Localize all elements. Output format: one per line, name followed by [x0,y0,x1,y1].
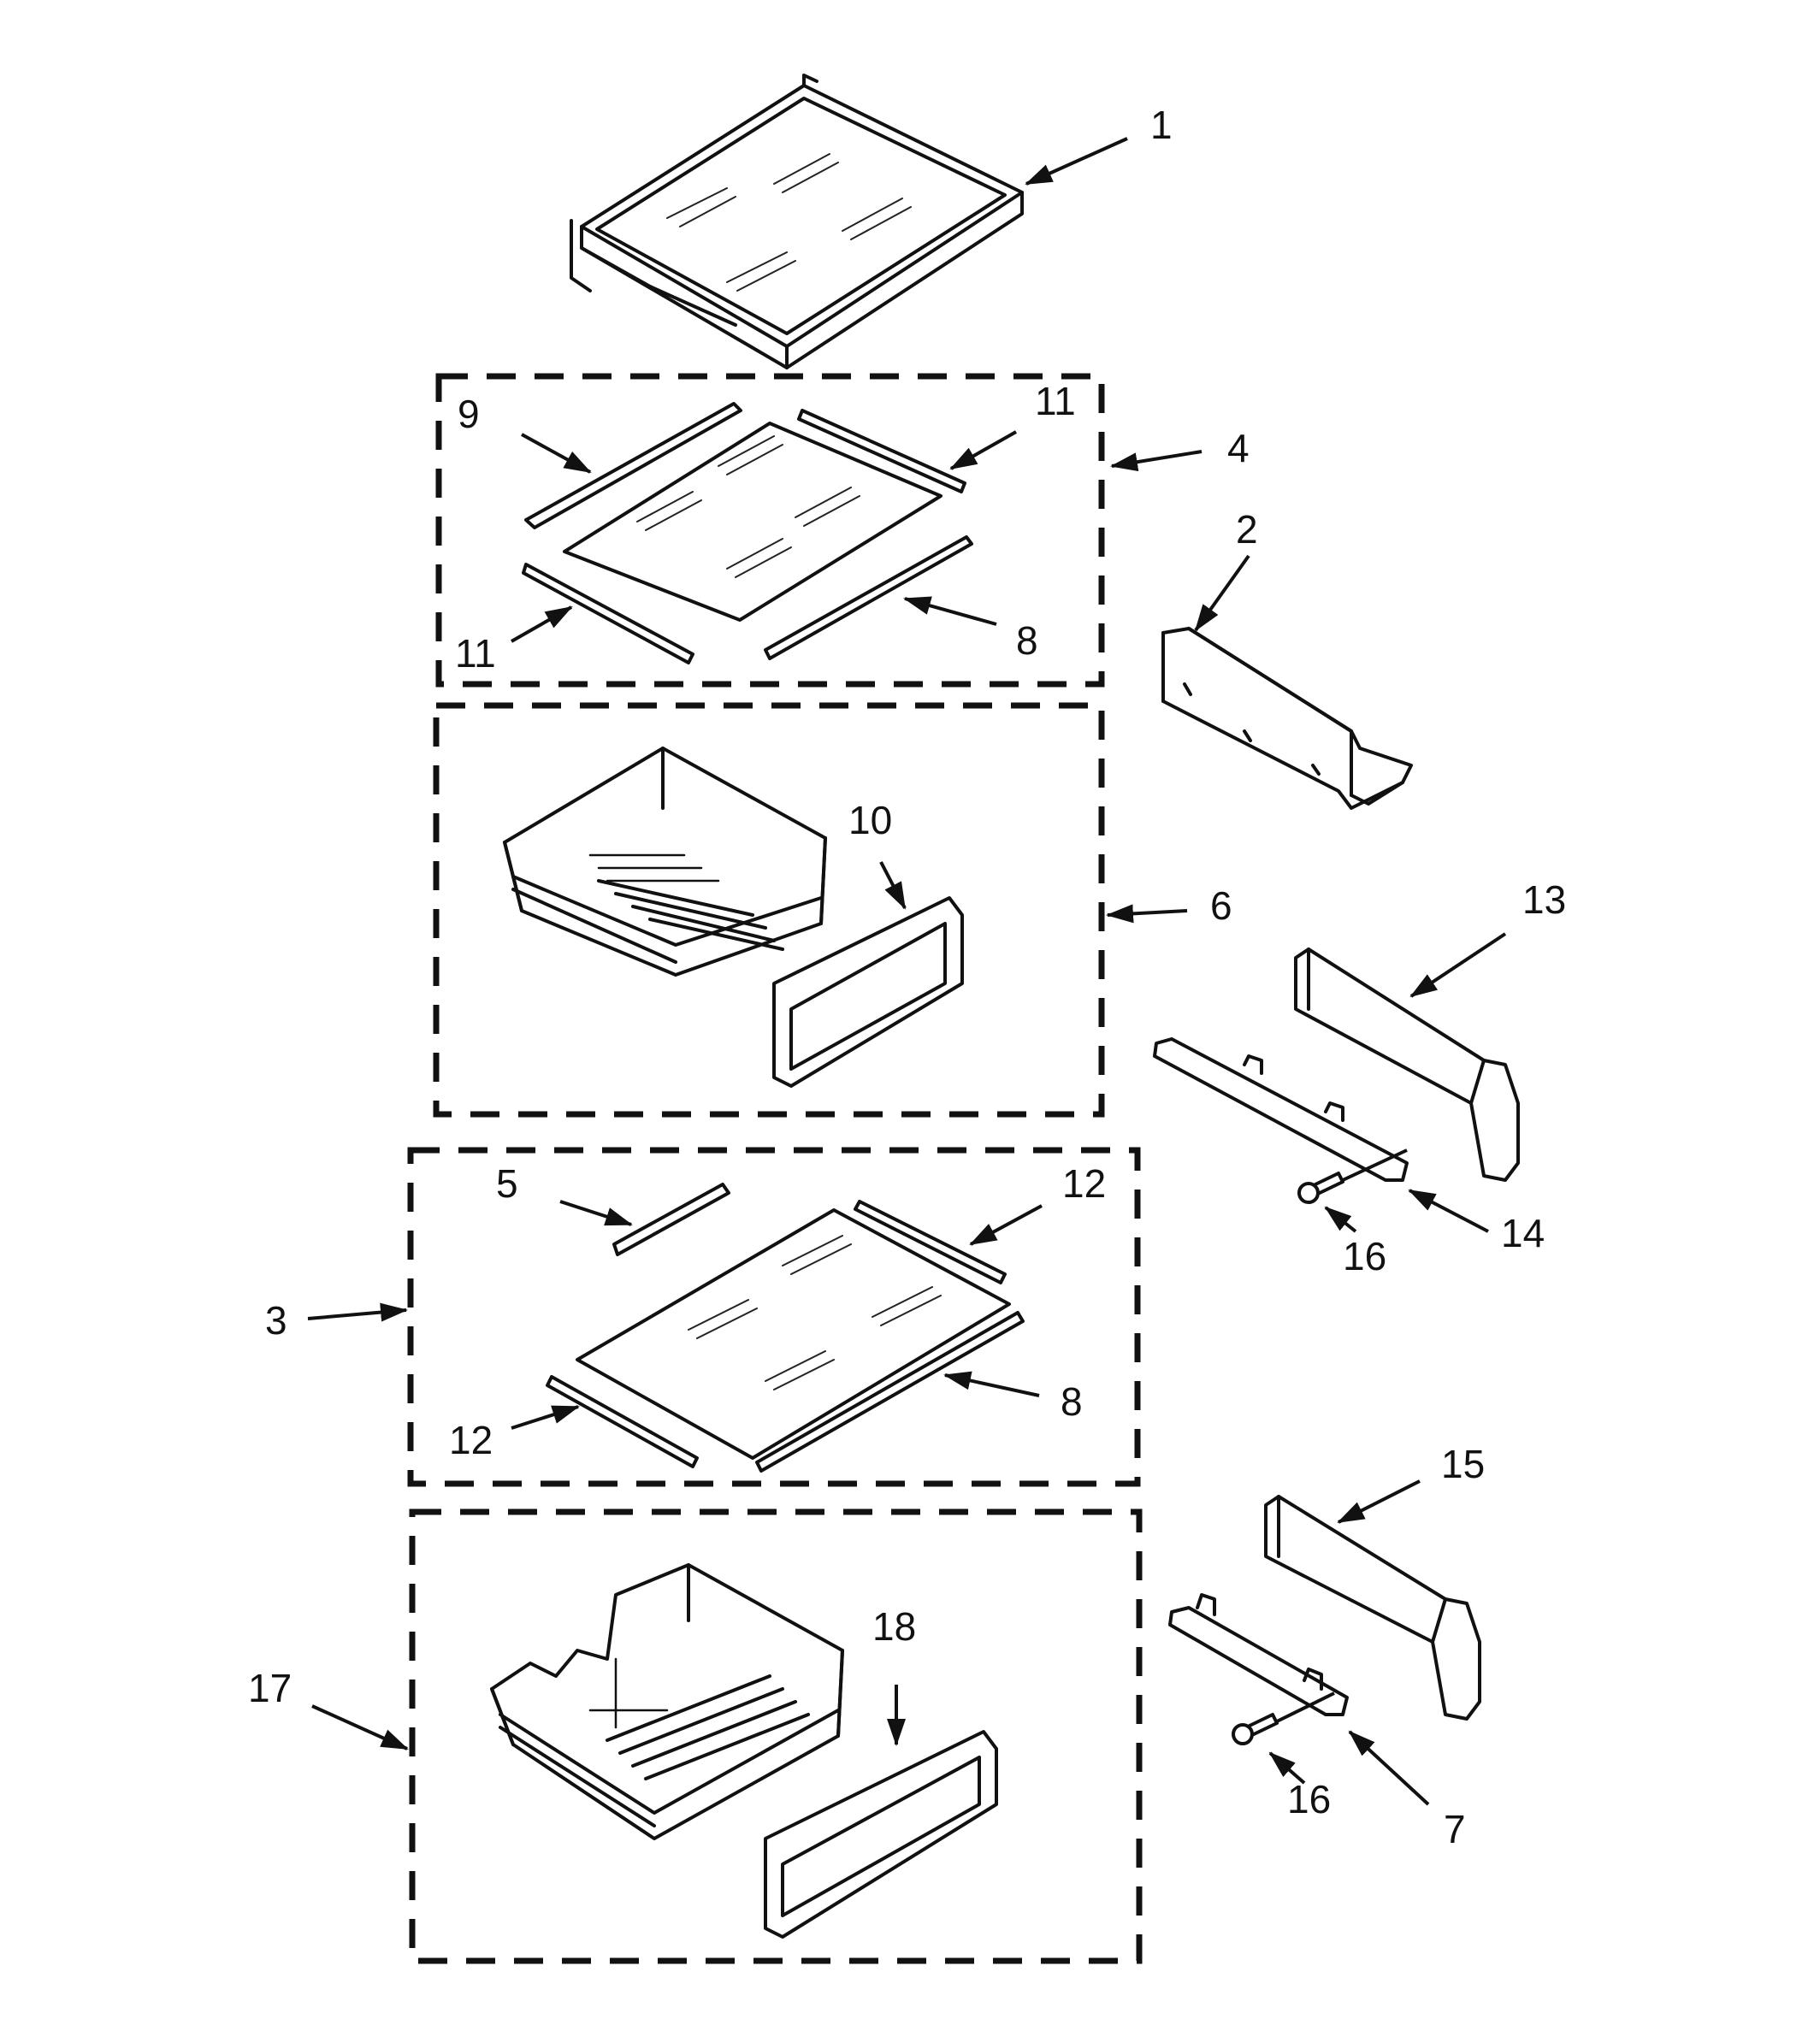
callout-16-lower: 16 [1287,1777,1331,1821]
callout-14: 14 [1501,1211,1545,1255]
callout-13: 13 [1522,877,1566,922]
callout-4: 4 [1227,426,1250,470]
top-shelf-part [570,74,1024,369]
pan-cover-part-18 [764,1730,998,1939]
shelf-kit-2-glass-part [576,1208,1011,1460]
callout-8-lower: 8 [1061,1379,1083,1424]
pan-drawer-part [490,1563,844,1840]
screw-part-16-lower [1232,1691,1335,1745]
leader-arrows [307,137,1507,1806]
drawer-rail-part-15 [1264,1495,1481,1721]
assembly-box-4 [435,373,1105,688]
callout-18: 18 [872,1604,916,1649]
callout-6: 6 [1210,883,1232,928]
shelf-kit-trim-strips [522,402,973,664]
callout-7: 7 [1444,1807,1466,1851]
shelf-kit-glass-part [563,422,942,622]
callout-15: 15 [1441,1442,1485,1486]
screw-part-16-upper [1297,1148,1408,1204]
callout-5: 5 [496,1161,518,1206]
drawer-rail-part-13 [1294,948,1520,1182]
bracket-part-2 [1161,627,1413,810]
callout-16-upper: 16 [1343,1234,1386,1278]
assembly-box-17 [409,1508,1143,1964]
callout-8-upper: 8 [1016,618,1038,663]
callout-11-lower: 11 [455,631,496,676]
callout-2: 2 [1236,507,1258,552]
callout-17: 17 [248,1666,292,1710]
slide-rail-part-7 [1168,1593,1349,1716]
callout-10: 10 [848,798,892,842]
crisper-drawer-part [503,747,827,977]
callout-12-lower: 12 [449,1418,493,1462]
assembly-box-6 [433,702,1105,1118]
assembly-box-3 [407,1147,1141,1487]
callout-3: 3 [265,1298,287,1343]
callout-labels: 1 9 11 4 2 11 8 10 6 13 5 12 14 16 3 8 1… [248,103,1566,1851]
callout-9: 9 [458,392,480,436]
slide-rail-part-14 [1153,1037,1409,1182]
callout-12-upper: 12 [1062,1161,1106,1206]
callout-1: 1 [1150,103,1173,147]
shelf-kit-2-trim-strips [546,1183,1025,1473]
crisper-cover-part-10 [772,896,964,1088]
callout-11-upper: 11 [1035,379,1076,423]
